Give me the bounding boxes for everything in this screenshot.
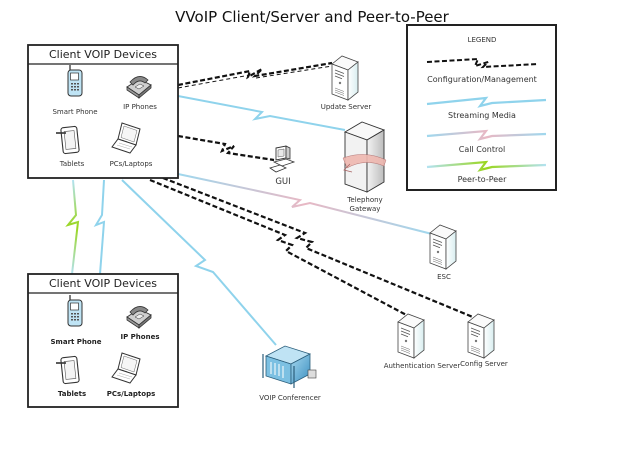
server-icon (467, 313, 495, 359)
client-group-bottom: Client VOIP Devices Smart Phone IP Phone… (27, 273, 179, 408)
device-label: Tablets (59, 160, 85, 168)
server-icon (429, 224, 457, 270)
node-telephony-gateway[interactable]: Telephony Gateway (342, 121, 387, 213)
link-gui (177, 134, 275, 162)
node-label: Telephony (346, 196, 382, 204)
link-streaming-p2p (93, 179, 106, 275)
link-conferencer (121, 179, 277, 346)
legend-item-streaming-media: Streaming Media (426, 96, 547, 120)
node-voip-conferencer[interactable]: VOIP Conferencer (259, 345, 321, 402)
link-telephony-gateway (177, 95, 346, 131)
node-esc[interactable]: ESC (429, 224, 457, 281)
server-icon (397, 313, 425, 359)
legend-item-call-control: Call Control (426, 129, 547, 154)
node-gui[interactable]: GUI (269, 145, 295, 187)
link-auth-server (149, 178, 413, 319)
device-ip-phones[interactable]: IP Phones (121, 305, 160, 341)
link-update-server (177, 61, 333, 89)
device-label: Smart Phone (51, 338, 102, 346)
legend-label: Configuration/Management (427, 75, 537, 84)
connections (65, 61, 481, 346)
legend-label: Streaming Media (448, 111, 516, 120)
device-tablets[interactable]: Tablets (55, 355, 86, 398)
call-control-lightning-icon (426, 129, 547, 141)
device-pcs-laptops[interactable]: PCs/Laptops (110, 122, 153, 168)
smartphone-icon (67, 294, 83, 327)
server-icon (331, 55, 359, 101)
client-group-title: Client VOIP Devices (49, 277, 157, 290)
device-pcs-laptops[interactable]: PCs/Laptops (107, 352, 156, 398)
legend-title: LEGEND (468, 36, 497, 44)
legend-label: Call Control (459, 145, 505, 154)
node-label: VOIP Conferencer (259, 394, 321, 402)
link-esc (177, 173, 433, 235)
device-label: Smart Phone (52, 108, 97, 116)
conferencer-icon (262, 345, 317, 388)
device-smart-phone[interactable]: Smart Phone (51, 294, 102, 346)
node-label: ESC (437, 273, 451, 281)
node-config-server[interactable]: Config Server (460, 313, 508, 368)
diagram-title: VVoIP Client/Server and Peer-to-Peer (175, 8, 450, 26)
legend-item-peer-to-peer: Peer-to-Peer (426, 160, 547, 184)
link-config-server (162, 176, 481, 322)
legend: LEGEND Configuration/Management Streamin… (406, 24, 557, 191)
client-group-title: Client VOIP Devices (49, 48, 157, 61)
smartphone-icon (67, 64, 83, 97)
peer-to-peer-lightning-icon (426, 160, 547, 172)
device-ip-phones[interactable]: IP Phones (123, 75, 157, 111)
node-label: Gateway (350, 205, 381, 213)
node-label: Config Server (460, 360, 508, 368)
node-update-server[interactable]: Update Server (321, 55, 372, 111)
link-peer-to-peer (65, 179, 80, 275)
legend-label: Peer-to-Peer (458, 175, 507, 184)
device-label: PCs/Laptops (107, 390, 156, 398)
device-smart-phone[interactable]: Smart Phone (52, 64, 98, 116)
device-label: Tablets (58, 390, 86, 398)
legend-item-config-management: Configuration/Management (426, 57, 539, 84)
device-label: IP Phones (123, 103, 157, 111)
device-tablets[interactable]: Tablets (55, 125, 85, 168)
node-label: GUI (275, 177, 290, 187)
node-auth-server[interactable]: Authentication Server (384, 313, 461, 370)
gateway-icon (342, 121, 387, 193)
device-label: IP Phones (121, 333, 160, 341)
node-label: Update Server (321, 103, 372, 111)
client-group-top: Client VOIP Devices Smart Phone IP Phone… (27, 44, 179, 179)
device-label: PCs/Laptops (110, 160, 153, 168)
streaming-lightning-icon (426, 96, 547, 108)
node-label: Authentication Server (384, 362, 461, 370)
